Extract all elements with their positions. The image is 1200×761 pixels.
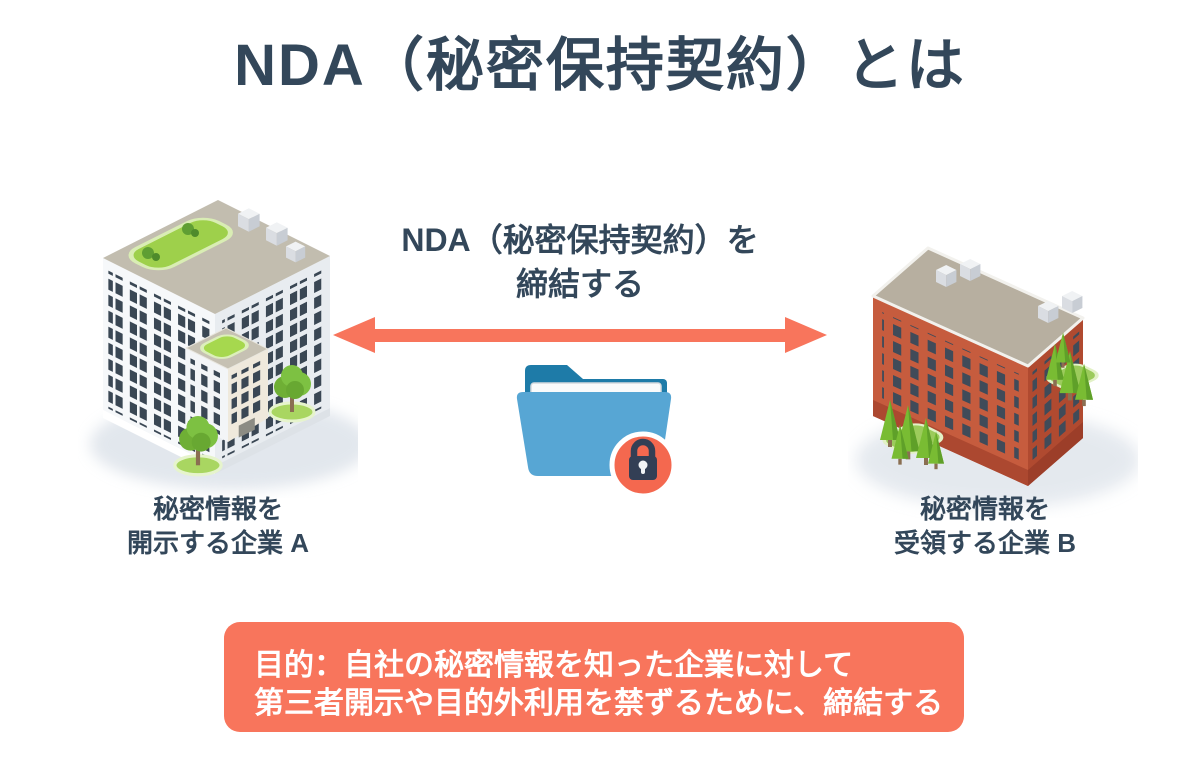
company-b-label-line1: 秘密情報を xyxy=(919,494,1050,524)
company-b-label: 秘密情報を 受領する企業 B xyxy=(865,492,1105,560)
office-building-brick-icon xyxy=(856,246,1140,508)
company-a-building-illustration xyxy=(78,158,370,498)
office-building-white-icon xyxy=(90,200,370,490)
purpose-line1: 目的：自社の秘密情報を知った企業に対して xyxy=(254,649,854,682)
relation-label-line1: NDA（秘密保持契約）を xyxy=(401,222,759,258)
company-b-label-line2: 受領する企業 B xyxy=(893,528,1076,558)
double-headed-arrow-icon xyxy=(333,317,827,353)
relation-label: NDA（秘密保持契約）を 締結する xyxy=(330,218,830,306)
locked-folder-icon xyxy=(505,355,705,505)
company-a-label-line2: 開示する企業 A xyxy=(126,528,309,558)
page-title: NDA（秘密保持契約）とは xyxy=(234,33,966,98)
company-a-label: 秘密情報を 開示する企業 A xyxy=(98,492,338,560)
folder-lock-icon xyxy=(516,365,677,499)
company-b-building-illustration xyxy=(848,228,1140,518)
purpose-line2: 第三者開示や目的外利用を禁ずるために、締結する xyxy=(254,687,944,720)
purpose-box: 目的：自社の秘密情報を知った企業に対して 第三者開示や目的外利用を禁ずるために、… xyxy=(224,622,964,732)
company-a-label-line1: 秘密情報を xyxy=(152,494,283,524)
relation-label-line2: 締結する xyxy=(515,266,644,302)
